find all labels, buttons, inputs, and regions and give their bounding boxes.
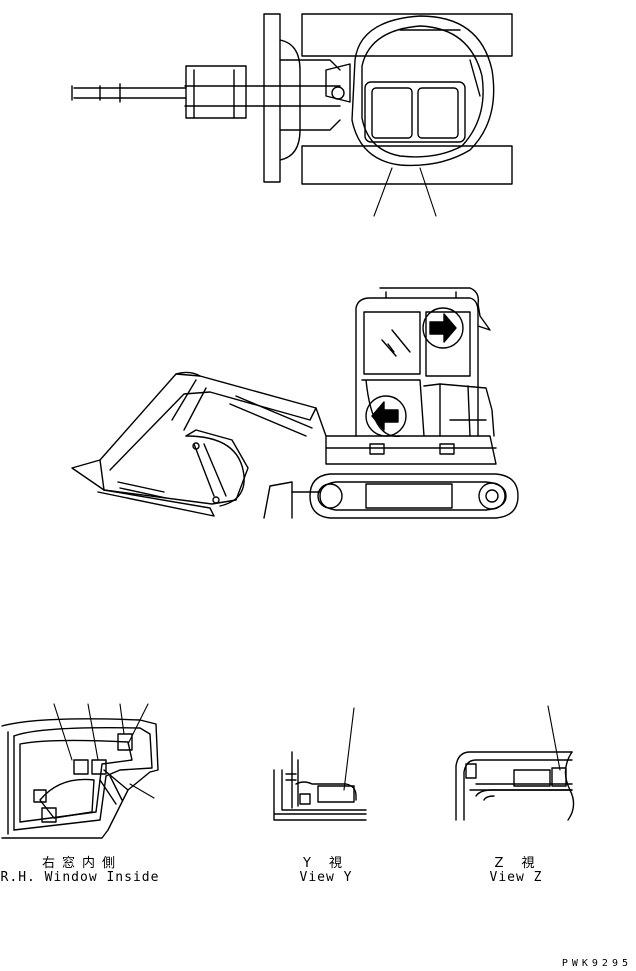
rh-window-caption-en: R.H. Window Inside bbox=[0, 870, 160, 885]
view-z-caption-en: View Z bbox=[489, 870, 543, 885]
upper-structure bbox=[351, 15, 495, 167]
view-y-caption-en: View Y bbox=[299, 870, 353, 885]
right-track bbox=[301, 145, 513, 185]
dozer-blade bbox=[263, 13, 281, 183]
cab-top bbox=[364, 81, 466, 143]
drawing-code: PWK9295 bbox=[561, 958, 632, 969]
top-view-excavator bbox=[71, 13, 513, 217]
blade bbox=[263, 481, 293, 519]
track bbox=[309, 473, 519, 519]
view-y-caption-jp: Y 視 bbox=[302, 856, 350, 871]
view-z-caption-jp: Z 視 bbox=[494, 856, 542, 871]
rh-window-caption-jp: 右窓内側 bbox=[41, 856, 122, 871]
arrow-left-icon bbox=[371, 401, 399, 431]
view-z-detail bbox=[455, 705, 575, 821]
cab bbox=[355, 297, 479, 437]
bucket bbox=[185, 65, 247, 119]
cab-front-window bbox=[363, 311, 421, 375]
leader-lines bbox=[53, 703, 155, 799]
left-track bbox=[301, 13, 513, 57]
side-view-excavator bbox=[71, 287, 519, 519]
rh-window-inside-detail bbox=[1, 703, 159, 839]
label-circle-lower bbox=[365, 395, 407, 437]
label-circle-upper bbox=[422, 307, 464, 349]
view-y-detail bbox=[273, 707, 367, 821]
arrow-right-icon bbox=[429, 313, 457, 343]
